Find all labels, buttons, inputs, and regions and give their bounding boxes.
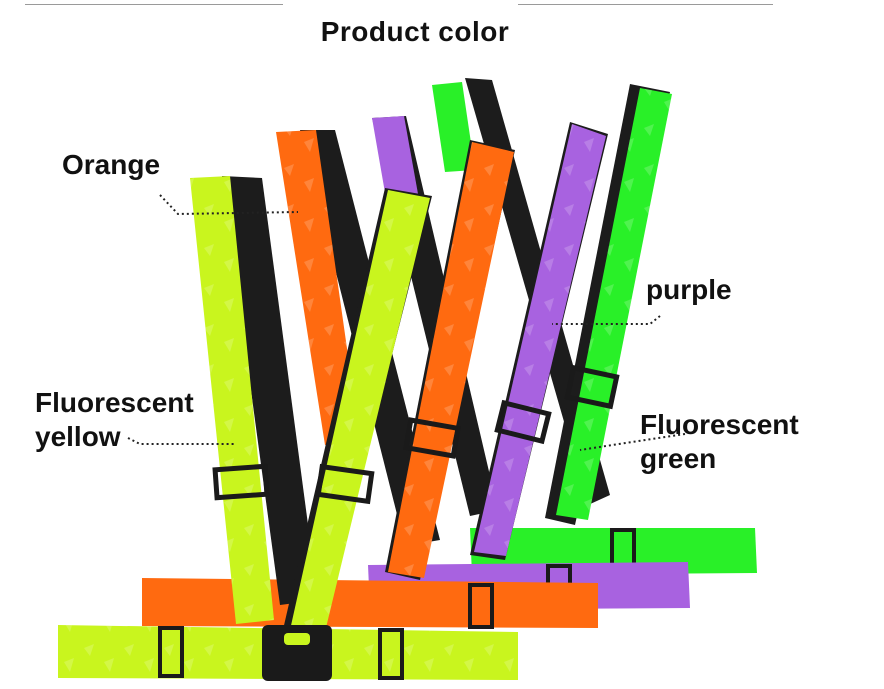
page-title: Product color: [320, 16, 510, 47]
yellow-vest: [58, 176, 518, 681]
label-fluorescent-green: Fluorescent green: [640, 409, 799, 474]
buckle-icon: [262, 625, 332, 681]
orange-vest: [142, 130, 598, 629]
top-left-divider: [25, 4, 283, 5]
top-right-divider: [518, 4, 773, 5]
label-orange: Orange: [62, 149, 161, 180]
label-leader-lines: [127, 194, 686, 451]
label-fluorescent-yellow: Fluorescent yellow: [35, 387, 194, 452]
label-purple: purple: [646, 274, 732, 305]
